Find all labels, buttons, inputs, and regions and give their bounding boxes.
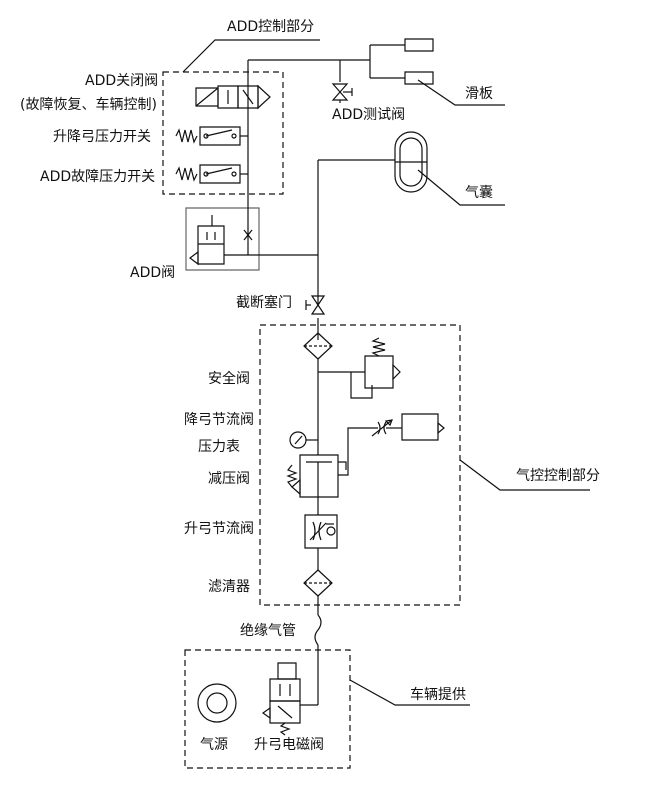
add-valve-box — [186, 208, 259, 270]
filter-top-symbol — [304, 333, 332, 359]
label-air-source: 气源 — [200, 737, 228, 753]
leader-add-control — [183, 40, 320, 72]
label-add-control: ADD控制部分 — [227, 19, 315, 35]
reducing-valve-symbol — [288, 455, 346, 497]
label-pressure-switch-lift: 升降弓压力开关 — [53, 129, 151, 145]
label-pressure-gauge: 压力表 — [198, 439, 240, 455]
add-control-box — [163, 72, 283, 194]
leader-skateboard — [418, 80, 505, 105]
air-source-symbol — [198, 684, 236, 722]
pneumatic-control-box — [260, 325, 460, 605]
label-vehicle-supply: 车辆提供 — [410, 687, 466, 703]
fault-pressure-switch-symbol — [176, 165, 248, 183]
safety-valve-symbol — [318, 338, 400, 398]
label-add-valve: ADD阀 — [130, 265, 176, 281]
leader-pneumatic-control — [460, 460, 590, 490]
add-test-valve-symbol — [333, 84, 352, 103]
insulated-pipe-symbol — [315, 615, 321, 645]
vehicle-supply-box — [185, 650, 350, 768]
label-skateboard: 滑板 — [465, 86, 493, 102]
label-shutoff-cock: 截断塞门 — [236, 295, 292, 311]
label-add-test-valve: ADD测试阀 — [332, 107, 406, 123]
add-close-valve-symbol — [196, 86, 270, 108]
label-pneumatic-control: 气控控制部分 — [516, 468, 600, 484]
label-safety-valve: 安全阀 — [208, 371, 250, 387]
label-raise-throttle: 升弓节流阀 — [184, 521, 254, 537]
label-add-fault-switch: ADD故障压力开关 — [40, 169, 156, 185]
skateboard-top — [405, 39, 433, 51]
raise-solenoid-symbol — [263, 663, 300, 735]
pressure-gauge-symbol — [290, 432, 318, 448]
filter-bottom-symbol — [304, 570, 332, 596]
leader-vehicle-supply — [350, 680, 470, 705]
label-insulated-pipe: 绝缘气管 — [240, 623, 296, 639]
skateboard-bottom — [405, 72, 433, 84]
label-raise-solenoid: 升弓电磁阀 — [254, 737, 324, 753]
label-reducing-valve: 减压阀 — [208, 471, 250, 487]
shutoff-cock-symbol — [306, 296, 324, 314]
add-valve-symbol — [190, 215, 252, 264]
label-add-close-valve-note: (故障恢复、车辆控制) — [20, 97, 157, 113]
label-lower-throttle: 降弓节流阀 — [184, 412, 254, 428]
lift-pressure-switch-symbol — [176, 127, 248, 145]
label-add-close-valve: ADD关闭阀 — [85, 73, 159, 89]
lower-throttle-symbol — [338, 414, 444, 475]
airbag-symbol — [395, 132, 427, 192]
leader-airbag — [418, 170, 505, 205]
label-filter: 滤清器 — [208, 579, 250, 595]
raise-throttle-symbol — [305, 515, 337, 548]
label-airbag: 气囊 — [465, 185, 493, 201]
